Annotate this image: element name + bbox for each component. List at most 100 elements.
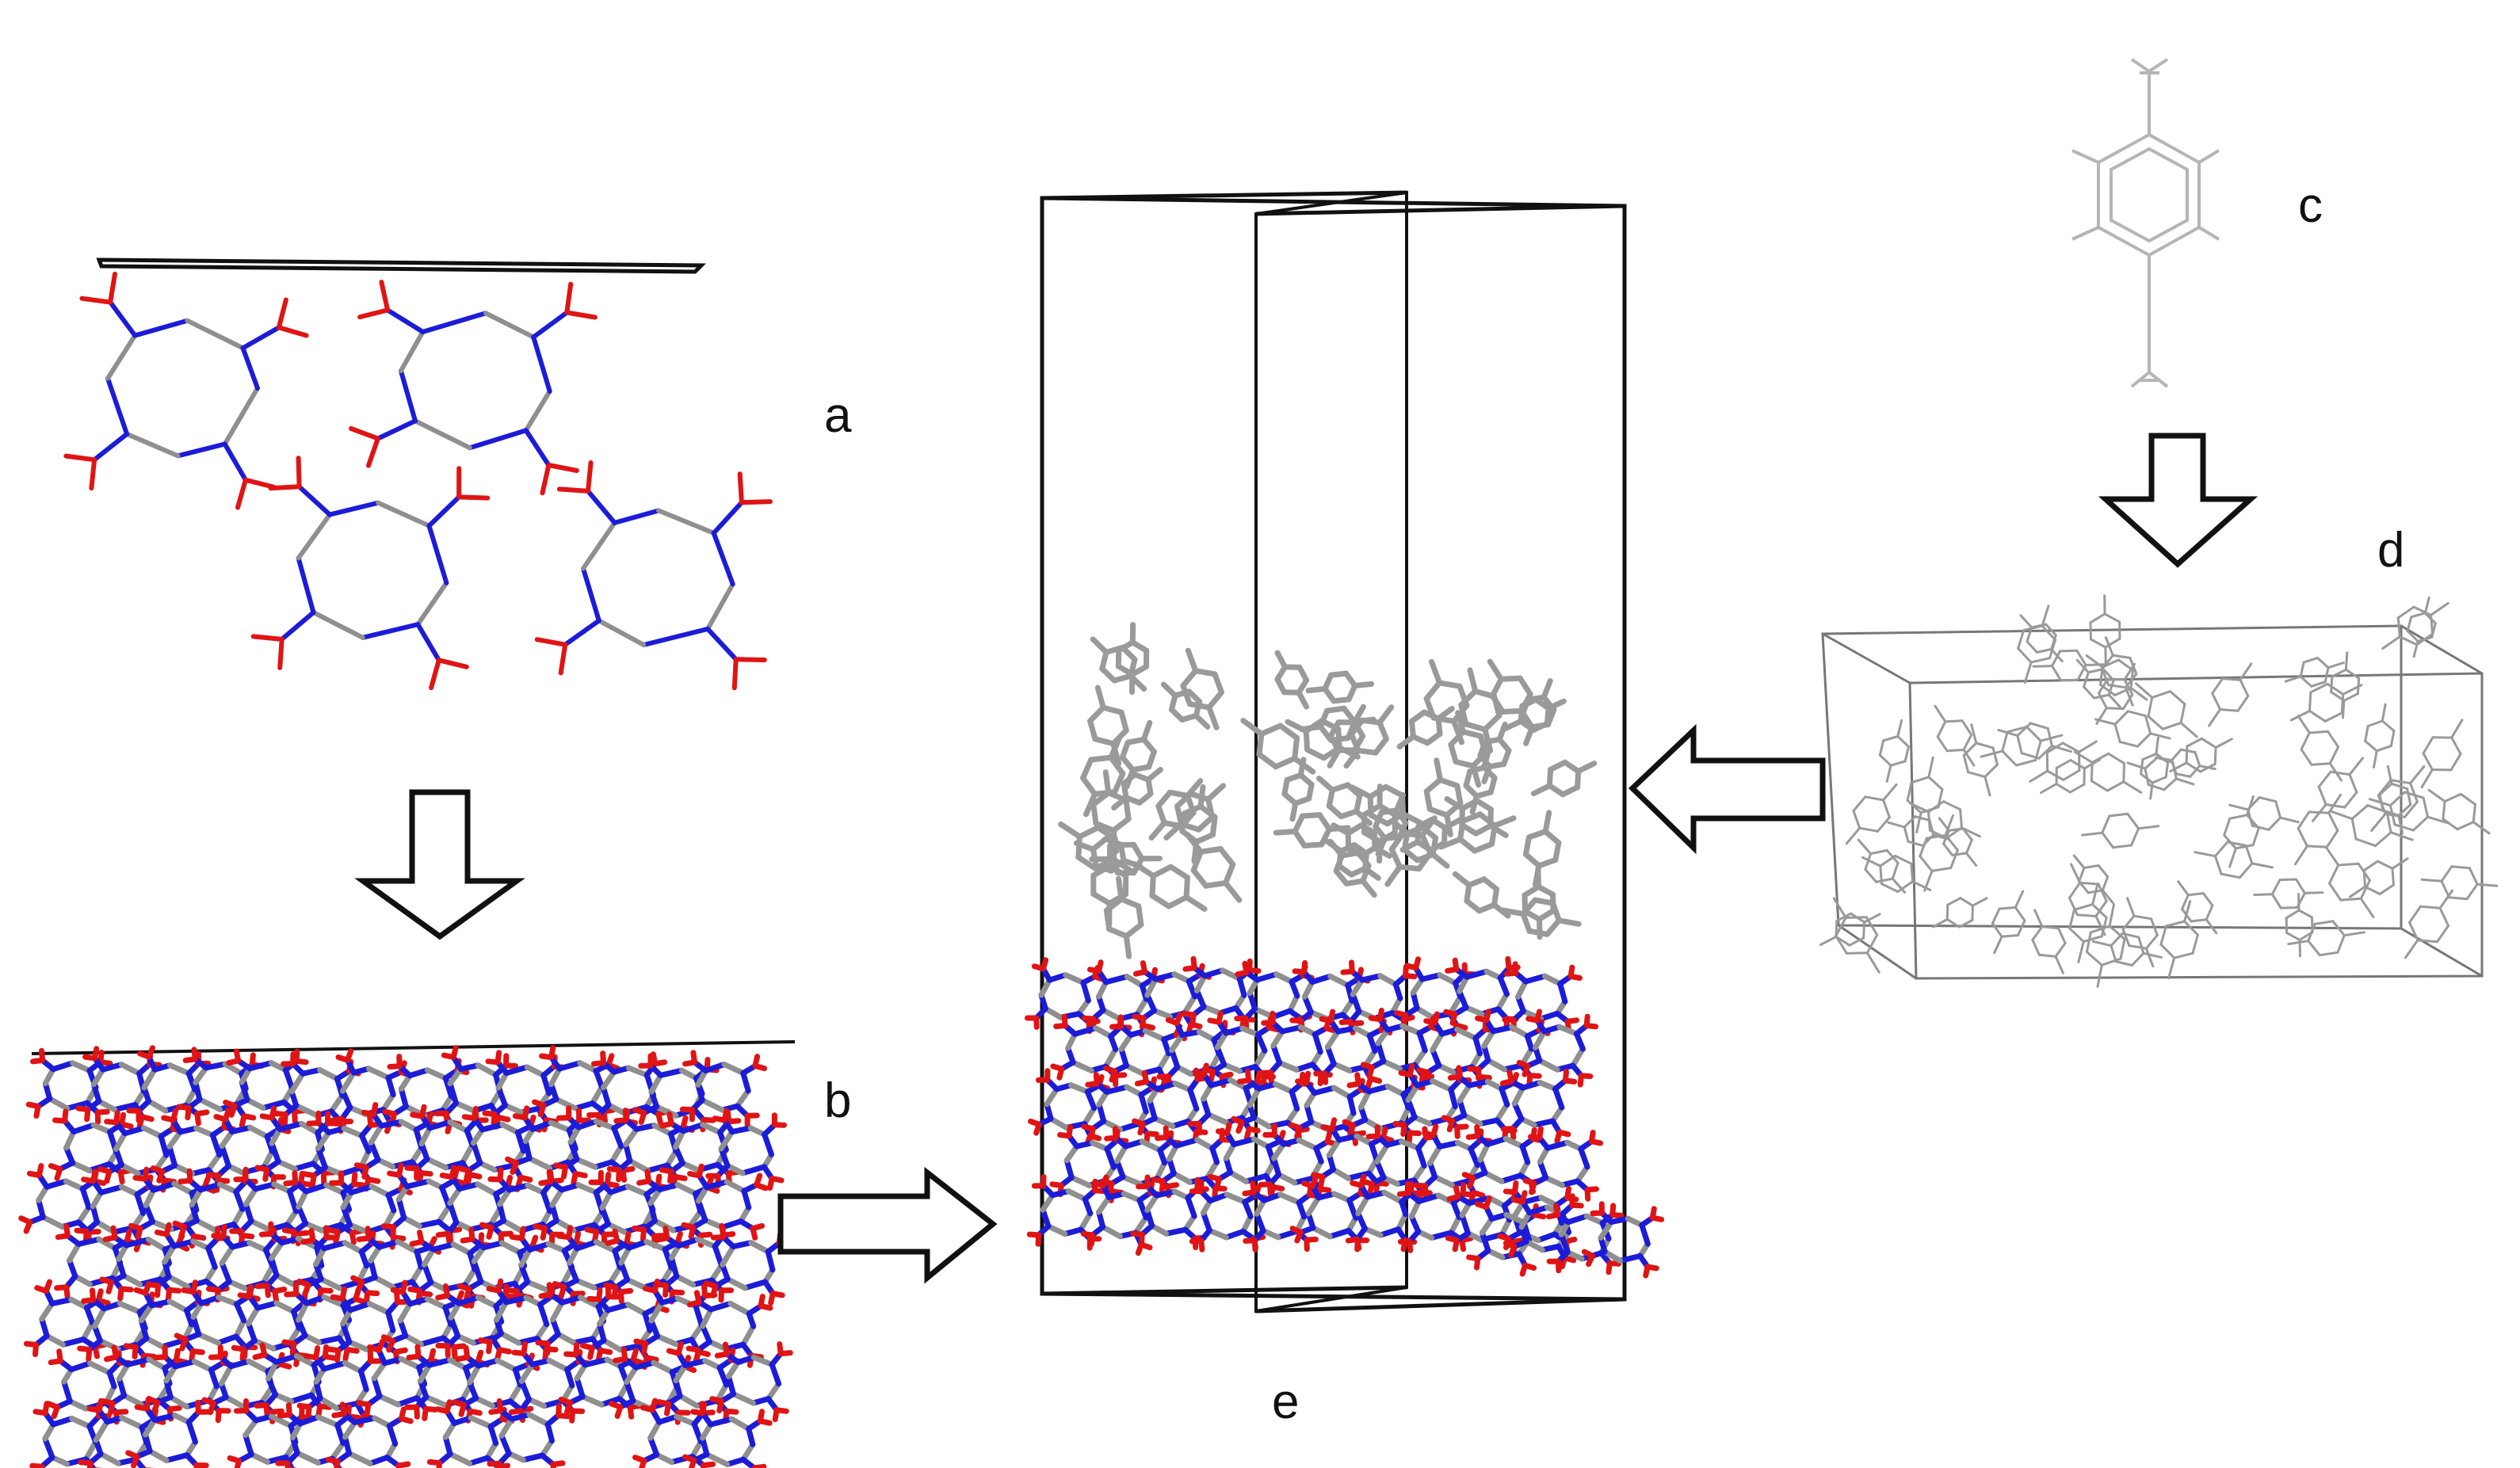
bond-stick	[498, 1240, 523, 1256]
bond-stick	[2406, 787, 2412, 806]
bond-stick	[563, 618, 601, 647]
bond-stick	[189, 1187, 204, 1208]
bond-stick	[381, 1356, 404, 1367]
bond-stick	[1304, 1102, 1315, 1125]
bond-stick	[649, 1397, 659, 1413]
bond-stick	[1526, 1204, 1550, 1216]
bond-stick	[724, 1162, 746, 1176]
bond-stick	[1430, 1047, 1442, 1069]
bond-stick	[546, 1169, 554, 1184]
bond-stick	[2343, 791, 2358, 809]
bond-stick	[567, 1260, 579, 1283]
bond-stick	[1296, 689, 1309, 710]
bond-stick	[1517, 675, 1533, 697]
bond-stick	[1366, 1083, 1391, 1095]
bond-stick	[1076, 825, 1102, 840]
bond-stick	[2310, 681, 2327, 688]
bond-stick	[2397, 814, 2404, 834]
bond-stick	[2068, 927, 2085, 944]
bond-stick	[694, 1236, 718, 1249]
bond-stick	[265, 1375, 278, 1397]
bond-stick	[2327, 662, 2345, 669]
bond-stick	[2001, 730, 2009, 753]
bond-stick	[673, 1144, 685, 1166]
bond-stick	[2128, 944, 2148, 950]
bond-stick	[1984, 776, 1991, 797]
bond-stick	[508, 1408, 524, 1416]
bond-stick	[748, 1240, 771, 1255]
bond-stick	[662, 1226, 670, 1241]
bond-stick	[117, 1169, 125, 1185]
bond-stick	[2246, 814, 2260, 829]
bond-stick	[2091, 903, 2108, 919]
bond-stick	[1584, 1187, 1591, 1202]
bond-stick	[205, 1152, 223, 1173]
bond-stick	[376, 500, 432, 528]
bond-stick	[1100, 1007, 1123, 1022]
bond-stick	[174, 1333, 189, 1343]
bond-stick	[416, 1218, 442, 1229]
bond-stick	[2300, 748, 2313, 766]
bond-stick	[2267, 816, 2282, 831]
bond-stick	[1376, 803, 1398, 818]
bond-stick	[2108, 903, 2115, 928]
bond-stick	[418, 1378, 430, 1400]
bond-stick	[1134, 996, 1149, 1018]
bond-stick	[495, 1085, 508, 1108]
bond-stick	[604, 1181, 620, 1188]
bond-stick	[703, 1280, 719, 1289]
bond-stick	[367, 1455, 391, 1466]
bond-stick	[1346, 1094, 1357, 1116]
bond-stick	[1944, 814, 1954, 837]
bond-stick	[503, 1295, 529, 1306]
bond-stick	[276, 325, 309, 338]
bond-stick	[1224, 1192, 1248, 1205]
bond-stick	[2123, 678, 2134, 696]
bond-stick	[269, 1413, 294, 1429]
bond-stick	[1112, 1126, 1119, 1141]
bond-stick	[399, 1416, 414, 1424]
bond-stick	[1415, 1145, 1427, 1169]
bond-stick	[2037, 953, 2057, 958]
bond-stick	[2082, 935, 2103, 944]
bond-stick	[395, 1238, 420, 1255]
bond-stick	[2412, 605, 2433, 616]
bond-stick	[143, 1335, 166, 1350]
bond-stick	[1951, 852, 1968, 856]
bond-stick	[460, 1142, 475, 1166]
bond-stick	[119, 1415, 145, 1431]
bond-stick	[548, 1119, 572, 1134]
bond-stick	[1452, 957, 1460, 972]
bond-stick	[426, 494, 462, 528]
bond-stick	[1649, 1214, 1665, 1222]
bond-stick	[1376, 1008, 1384, 1023]
bond-stick	[2397, 803, 2412, 817]
bond-stick	[1292, 1175, 1315, 1186]
bond-stick	[2078, 880, 2090, 894]
bond-stick	[2302, 657, 2319, 664]
bond-stick	[1553, 1203, 1560, 1218]
bond-stick	[448, 1314, 461, 1339]
bond-stick	[1921, 833, 1935, 847]
bond-stick	[724, 1179, 747, 1194]
bond-stick	[1468, 1146, 1480, 1169]
bond-stick	[227, 1358, 252, 1370]
bond-stick	[475, 1181, 499, 1197]
bond-stick	[2097, 864, 2110, 879]
bond-stick	[2350, 804, 2369, 820]
bond-stick	[1292, 755, 1316, 775]
bond-stick	[730, 1240, 754, 1249]
bond-stick	[436, 658, 469, 669]
bond-stick	[451, 1415, 474, 1426]
bond-stick	[2142, 951, 2163, 959]
bond-stick	[222, 441, 248, 482]
bond-stick	[1643, 1264, 1651, 1279]
bond-stick	[1123, 921, 1144, 940]
bond-stick	[1878, 739, 1885, 757]
bond-stick	[2029, 769, 2049, 783]
bond-stick	[2406, 616, 2413, 632]
bond-stick	[2105, 707, 2125, 711]
bond-stick	[342, 1360, 364, 1375]
bond-stick	[185, 1419, 198, 1445]
bond-stick	[62, 1108, 69, 1124]
